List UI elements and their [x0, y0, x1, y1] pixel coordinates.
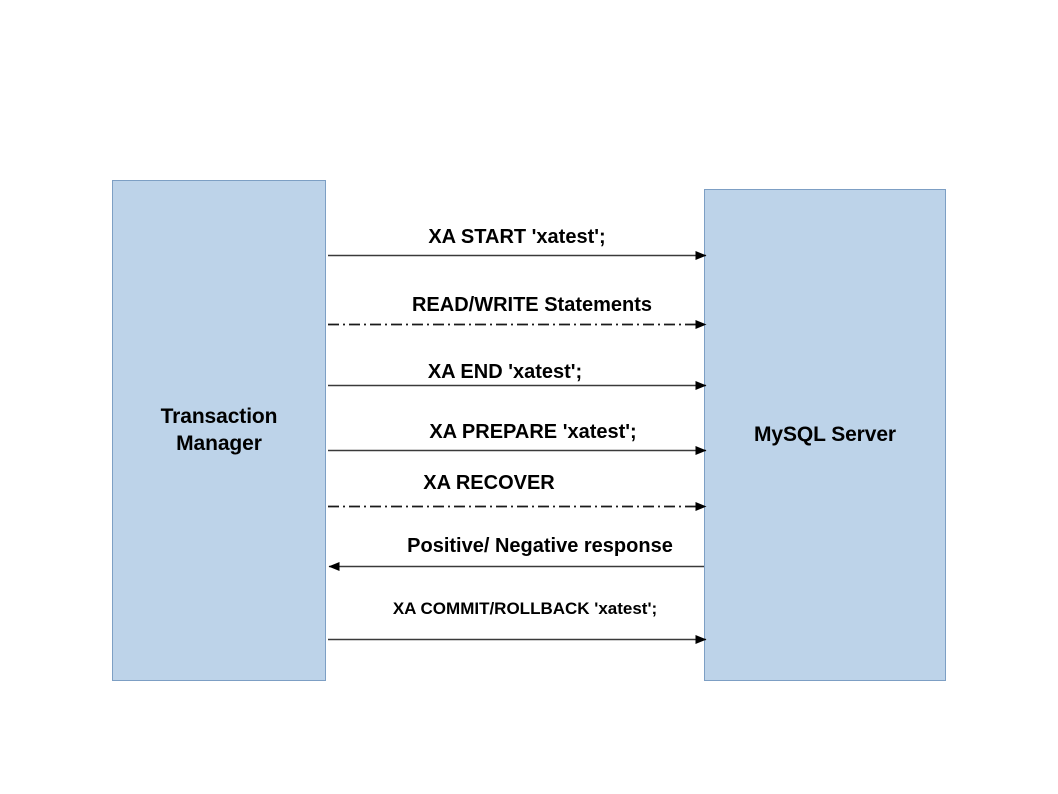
message-label-xa-recover: XA RECOVER	[423, 472, 555, 494]
message-label-xa-start: XA START 'xatest';	[428, 226, 606, 248]
message-label-xa-end: XA END 'xatest';	[427, 361, 583, 383]
message-label-read-write-statements: READ/WRITE Statements	[411, 294, 653, 316]
participant-mysql-server-label: MySQL Server	[754, 422, 896, 446]
participant-transaction-manager-label: Transaction Manager	[160, 404, 278, 455]
participant-mysql-server[interactable]: MySQL Server	[704, 189, 946, 681]
message-label-xa-commit-rollback: XA COMMIT/ROLLBACK 'xatest';	[392, 599, 658, 618]
message-label-positive-negative-response: Positive/ Negative response	[407, 535, 673, 557]
message-label-xa-prepare: XA PREPARE 'xatest';	[429, 421, 637, 443]
participant-transaction-manager[interactable]: Transaction Manager	[112, 180, 326, 681]
